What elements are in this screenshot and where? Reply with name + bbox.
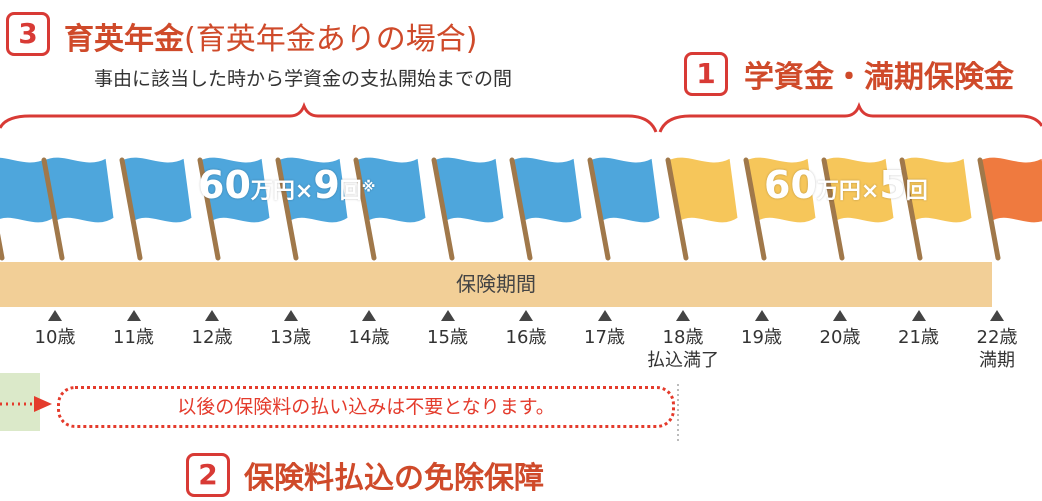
period-brackets	[0, 101, 1042, 133]
section1-title: 学資金・満期保険金	[744, 60, 1014, 95]
section3-title: 育英年金(育英年金ありの場合)	[64, 14, 477, 58]
age-marker-icon	[519, 310, 533, 321]
waiver-green-bar	[0, 373, 40, 431]
section3-description: 事由に該当した時から学資金の支払開始までの間	[94, 68, 513, 90]
flag-icon	[197, 156, 271, 261]
section3-number-badge: 3	[6, 12, 50, 56]
age-label: 22歳	[976, 327, 1018, 348]
age-marker-icon	[911, 310, 926, 321]
section1-amount-count: 5	[879, 163, 906, 207]
age-label: 11歳	[113, 327, 154, 348]
age-label: 20歳	[819, 327, 861, 348]
age-label: 15歳	[427, 327, 468, 348]
section1-amount-count-unit: 回	[905, 179, 928, 204]
flag-icon	[743, 156, 817, 261]
section3-title-main: 育英年金	[64, 22, 184, 57]
section2-title: 保険料払込の免除保障	[244, 461, 544, 496]
age-sublabel: 満期	[979, 350, 1015, 371]
maturity-divider-line	[677, 384, 679, 444]
age-marker-icon	[676, 310, 690, 321]
age-marker-icon	[126, 310, 141, 321]
age-label: 13歳	[270, 327, 311, 348]
age-marker-icon	[597, 310, 612, 321]
age-label: 19歳	[741, 327, 782, 348]
flag-icon	[977, 156, 1042, 261]
age-label: 10歳	[34, 327, 76, 348]
section3-amount-count-unit: 回	[339, 179, 362, 204]
insurance-period-bar: 保険期間	[0, 262, 992, 307]
age-label: 21歳	[898, 327, 939, 348]
section3-title-paren: (育英年金ありの場合)	[184, 22, 478, 57]
age-label: 12歳	[191, 327, 233, 348]
section1-number-badge: 1	[684, 52, 728, 96]
section1-amount-unit: 万円×	[816, 179, 880, 204]
age-marker-icon	[440, 310, 455, 321]
flag-icon	[353, 156, 427, 261]
age-marker-icon	[362, 310, 376, 321]
section1-bracket	[658, 101, 1042, 133]
section3-bracket	[0, 101, 658, 133]
flag-icon	[899, 156, 973, 261]
section3-amount-main: 60	[198, 163, 251, 207]
age-sublabel: 払込満了	[647, 350, 719, 371]
age-marker-icon	[990, 310, 1004, 321]
flag-icon	[41, 156, 115, 261]
flag-icon	[275, 156, 349, 261]
section2-number-badge: 2	[186, 453, 230, 497]
section3-amount-note-mark: ※	[361, 179, 376, 196]
flag-icon	[119, 156, 193, 261]
age-label: 16歳	[505, 327, 547, 348]
flag-icon	[821, 156, 895, 261]
flag-icon	[665, 156, 739, 261]
flag-icon	[509, 156, 583, 261]
age-label: 18歳	[662, 327, 704, 348]
waiver-arrow-icon	[0, 396, 52, 412]
age-marker-icon	[754, 310, 769, 321]
age-marker-icon	[205, 310, 219, 321]
flag-icon	[431, 156, 505, 261]
waiver-note-box: 以後の保険料の払い込みは不要となります。	[57, 386, 675, 428]
age-marker-icon	[833, 310, 847, 321]
section3-amount-label: 60万円×9回※	[198, 163, 375, 207]
section1-amount-label: 60万円×5回	[764, 163, 928, 207]
section3-amount-unit: 万円×	[250, 179, 314, 204]
age-label: 14歳	[348, 327, 390, 348]
section3-amount-count: 9	[313, 163, 340, 207]
flags-row	[0, 156, 1042, 261]
age-marker-icon	[48, 310, 62, 321]
flag-icon	[587, 156, 661, 261]
section1-amount-main: 60	[764, 163, 817, 207]
age-marker-icon	[283, 310, 298, 321]
age-label: 17歳	[584, 327, 625, 348]
